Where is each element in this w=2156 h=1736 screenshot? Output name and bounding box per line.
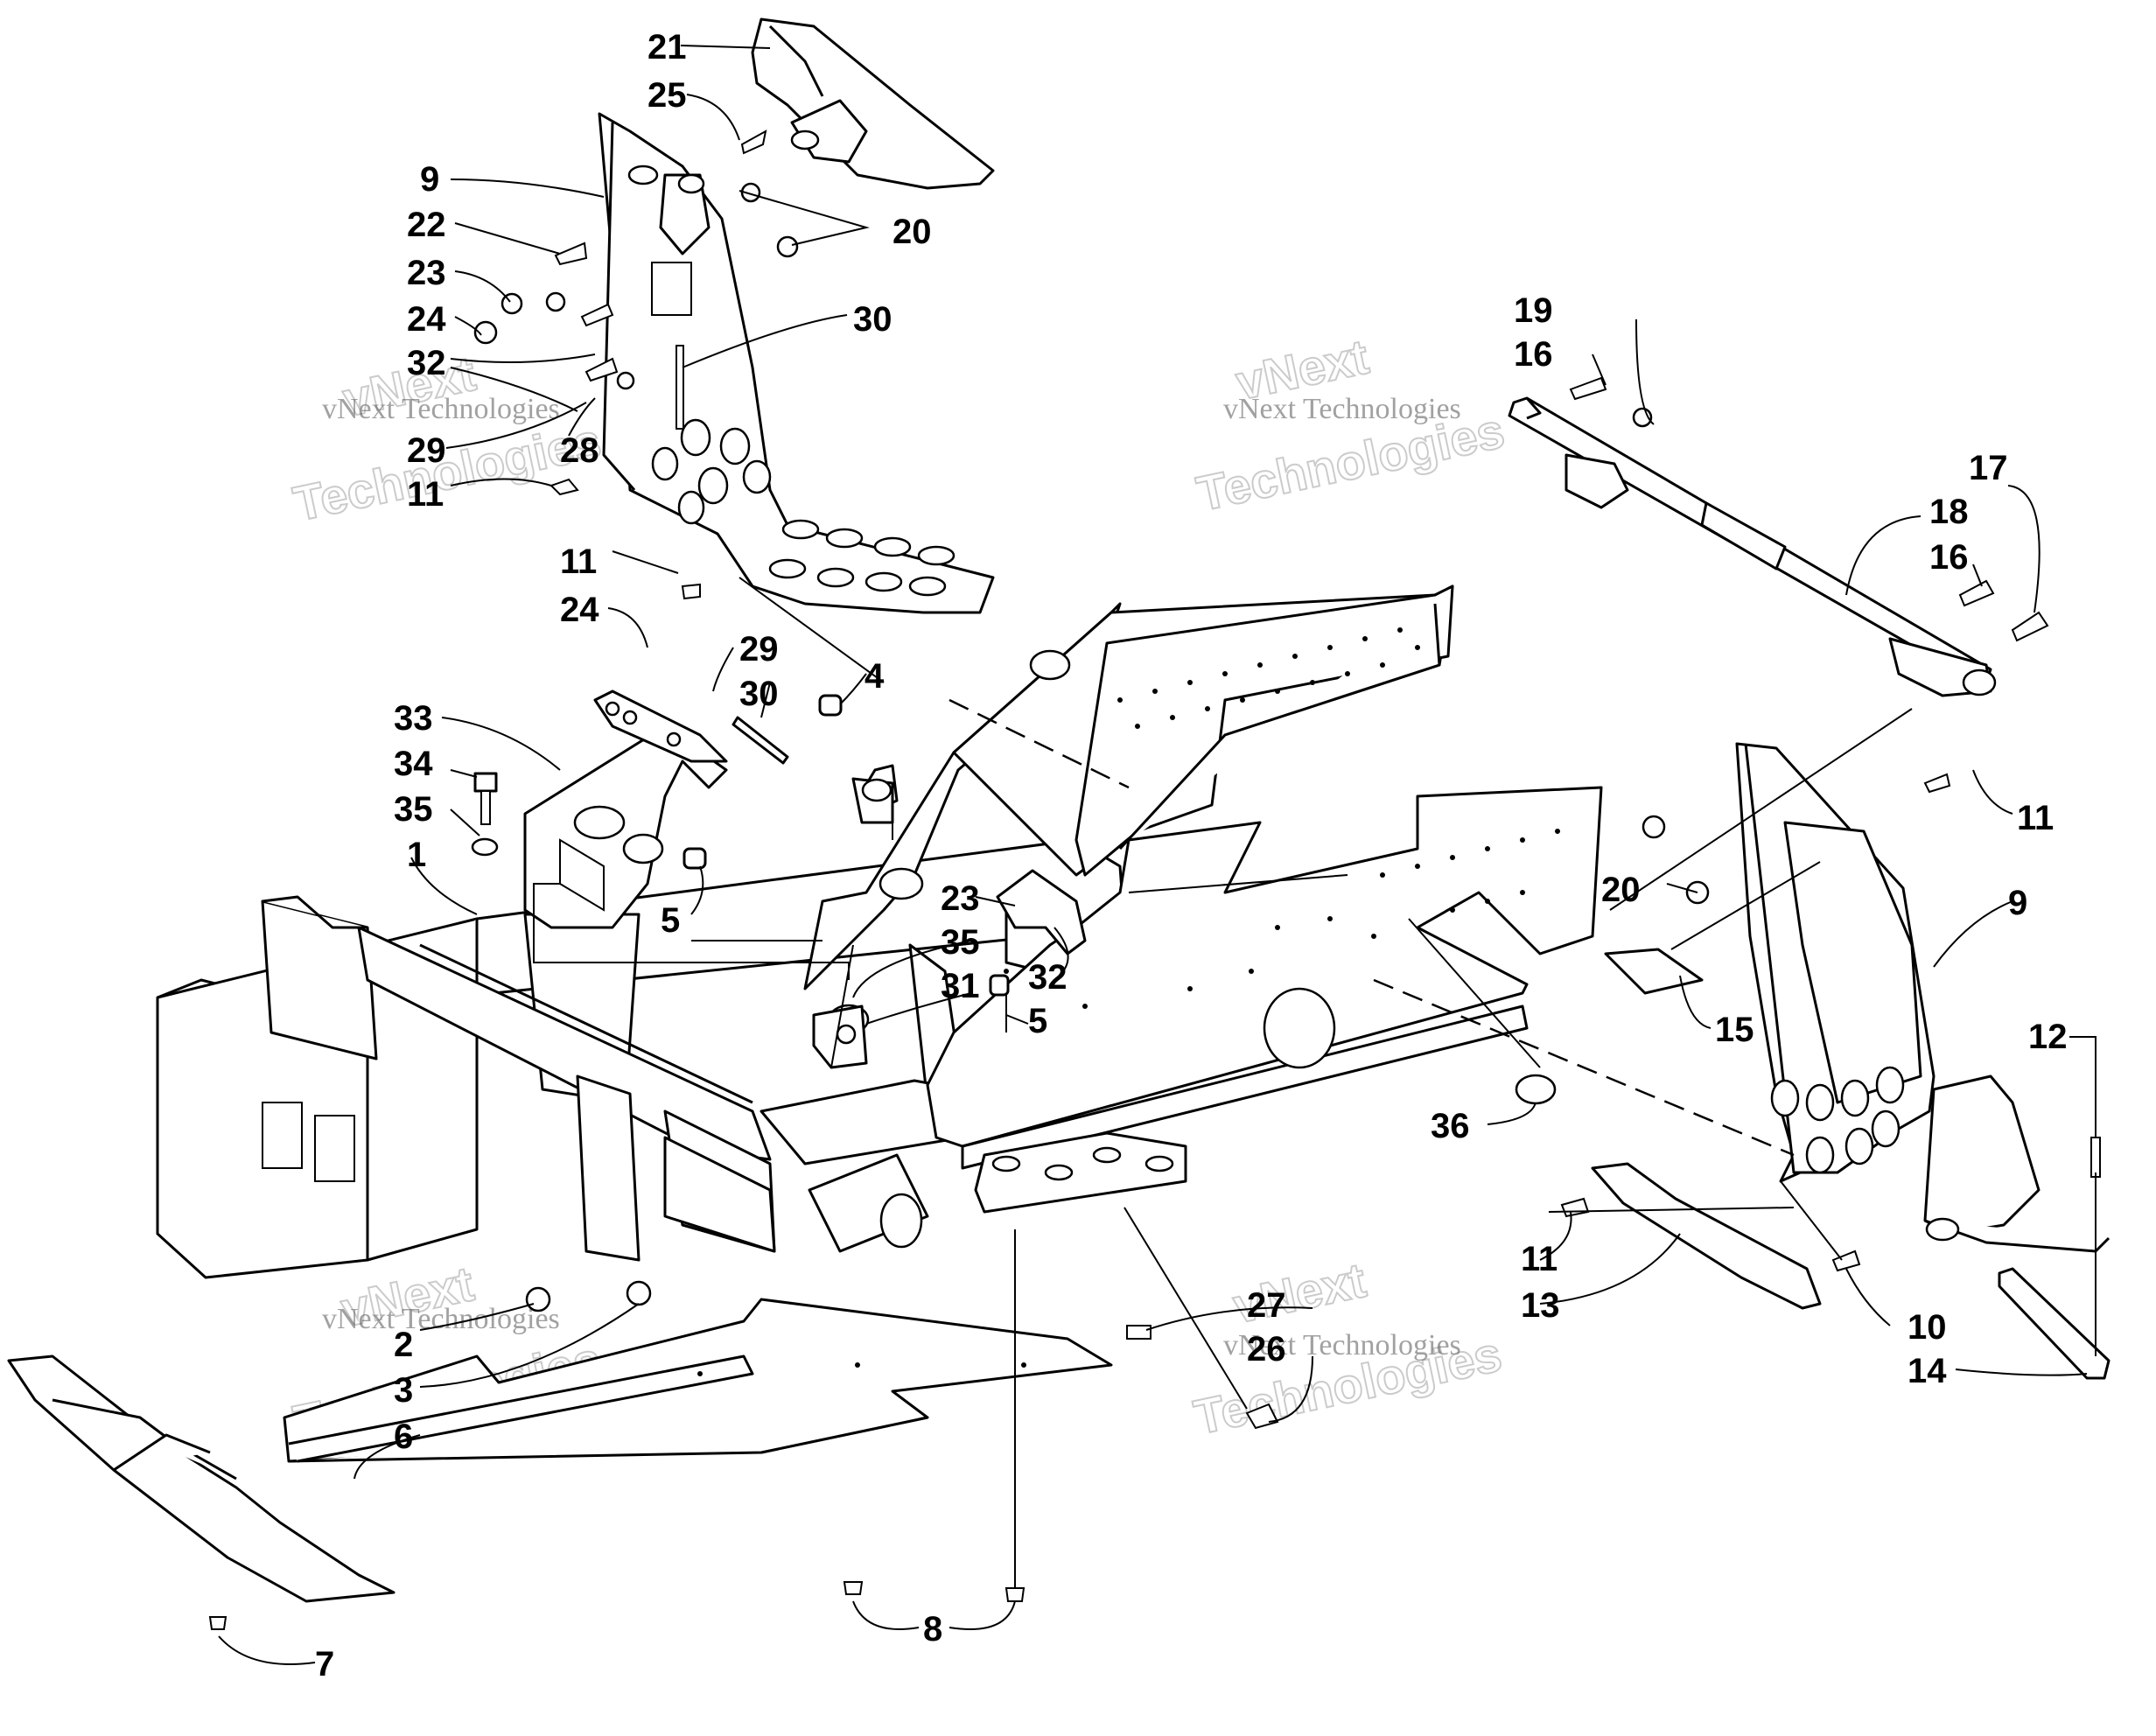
part-16-17-bolts bbox=[1569, 376, 2049, 642]
callout-11-top: 11 bbox=[407, 475, 444, 514]
callout-5-left: 5 bbox=[661, 901, 680, 940]
callout-24-top: 24 bbox=[407, 300, 446, 339]
part-34-bolt bbox=[473, 772, 498, 825]
callout-17: 17 bbox=[1969, 449, 2008, 487]
callout-16-top: 16 bbox=[1514, 335, 1553, 374]
callout-16-right: 16 bbox=[1929, 538, 1969, 577]
callout-leaders bbox=[218, 45, 2096, 1665]
callout-36: 36 bbox=[1431, 1107, 1470, 1145]
callout-9-top: 9 bbox=[420, 160, 439, 199]
callout-32-top: 32 bbox=[407, 344, 446, 382]
watermark-company-text: vNext Technologies bbox=[1223, 393, 1461, 425]
callout-13: 13 bbox=[1521, 1286, 1560, 1325]
callout-10: 10 bbox=[1908, 1308, 1947, 1347]
top-fasteners bbox=[473, 130, 799, 600]
callout-18: 18 bbox=[1929, 493, 1969, 531]
callout-5-right: 5 bbox=[1028, 1002, 1047, 1040]
part-6-skid-plate bbox=[283, 1298, 1113, 1463]
part-1-main-chassis-frame bbox=[156, 838, 1126, 1279]
callout-11-bottom: 11 bbox=[1521, 1240, 1558, 1278]
callout-34: 34 bbox=[394, 745, 433, 783]
chassis-front-tube bbox=[808, 1153, 929, 1253]
callout-14: 14 bbox=[1908, 1352, 1947, 1390]
callout-21: 21 bbox=[648, 28, 687, 66]
part-35-washer bbox=[471, 837, 499, 857]
callout-22: 22 bbox=[407, 206, 446, 244]
part-13-brace bbox=[1591, 1162, 1822, 1310]
callout-8: 8 bbox=[923, 1610, 942, 1648]
callout-1: 1 bbox=[407, 836, 426, 874]
assembly-lines bbox=[533, 577, 2096, 1588]
callout-26: 26 bbox=[1247, 1330, 1286, 1368]
callout-23-mid: 23 bbox=[941, 879, 980, 918]
part-33-mount-bracket bbox=[523, 690, 728, 929]
callout-12: 12 bbox=[2028, 1018, 2068, 1056]
callout-30-mid: 30 bbox=[739, 675, 779, 713]
part-14-strap bbox=[1998, 1267, 2110, 1380]
callout-27: 27 bbox=[1247, 1286, 1286, 1325]
callout-9-right: 9 bbox=[2008, 884, 2027, 922]
callout-30-top: 30 bbox=[853, 300, 892, 339]
part-23-32-clip-bracket bbox=[996, 869, 1087, 956]
part-5-bushing-left bbox=[682, 847, 707, 870]
callout-11-mid: 11 bbox=[560, 542, 597, 581]
part-4-bushing bbox=[818, 694, 843, 717]
callout-31: 31 bbox=[941, 967, 980, 1005]
part-15-tab bbox=[1604, 948, 1704, 995]
callout-20-top: 20 bbox=[892, 213, 932, 251]
callout-29-mid: 29 bbox=[739, 630, 779, 668]
callout-25: 25 bbox=[648, 76, 687, 115]
part-30-pin bbox=[732, 716, 789, 765]
part-5-bushing-right bbox=[989, 974, 1010, 997]
watermark-technologies-text: Technologies bbox=[289, 413, 606, 532]
watermark-company-text: vNext Technologies bbox=[1223, 1329, 1461, 1362]
callout-19: 19 bbox=[1514, 291, 1553, 330]
part-36-plug bbox=[1515, 1074, 1557, 1105]
tunnel-rivet-dots bbox=[1004, 627, 1560, 1009]
callout-7: 7 bbox=[315, 1645, 334, 1684]
part-18-steering-tube bbox=[1508, 396, 1997, 697]
callout-29-top: 29 bbox=[407, 431, 446, 470]
callout-32-mid: 32 bbox=[1028, 958, 1068, 997]
callout-6: 6 bbox=[394, 1418, 413, 1456]
callout-35-left: 35 bbox=[394, 790, 433, 829]
callout-23-top: 23 bbox=[407, 254, 446, 292]
callout-15: 15 bbox=[1715, 1011, 1754, 1049]
callout-labels: 21 25 9 22 20 23 24 32 30 29 28 11 11 24… bbox=[315, 28, 2068, 1684]
part-21-console-cover bbox=[751, 18, 995, 190]
callout-20-right: 20 bbox=[1601, 871, 1641, 909]
callout-11-right: 11 bbox=[2017, 799, 2054, 837]
callout-35-mid: 35 bbox=[941, 923, 980, 962]
callout-28: 28 bbox=[560, 431, 599, 470]
watermark-company-text: vNext Technologies bbox=[322, 1303, 560, 1335]
chassis-tunnel-right bbox=[878, 584, 1603, 1214]
watermark-company-text: vNext Technologies bbox=[322, 393, 560, 425]
callout-33: 33 bbox=[394, 699, 433, 738]
part-7-front-skid bbox=[7, 1354, 396, 1603]
part-9-side-panel-right bbox=[1735, 742, 2110, 1253]
callout-3: 3 bbox=[394, 1371, 413, 1410]
callout-2: 2 bbox=[394, 1326, 413, 1364]
callout-4: 4 bbox=[864, 657, 885, 696]
bottom-screws bbox=[208, 773, 2101, 1630]
callout-24-mid: 24 bbox=[560, 591, 599, 629]
part-9-steering-support-upper bbox=[598, 112, 995, 614]
